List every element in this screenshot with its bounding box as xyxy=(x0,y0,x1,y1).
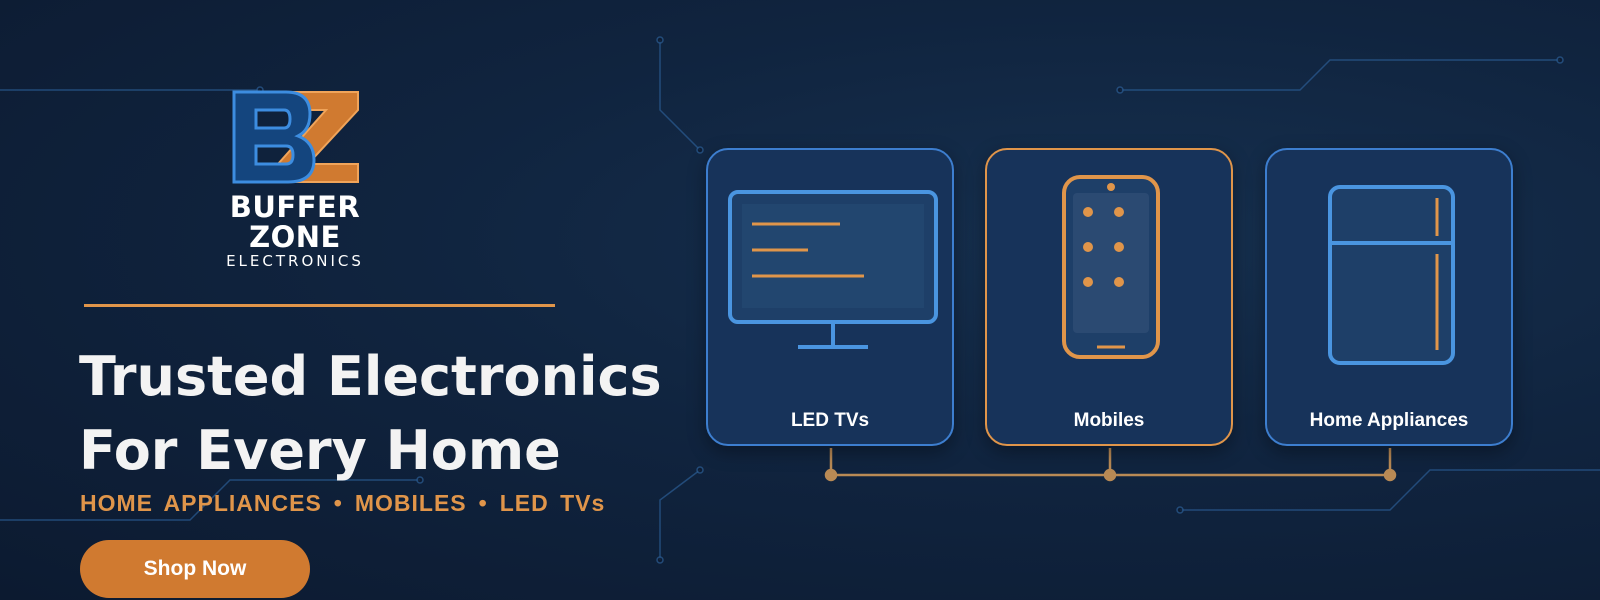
refrigerator-icon xyxy=(1328,185,1455,365)
bz-monogram-icon xyxy=(232,90,359,184)
divider-line xyxy=(84,304,555,307)
category-led-tvs[interactable]: LED TVs xyxy=(499,490,606,516)
headline-line-2: For Every Home xyxy=(79,419,561,482)
shop-now-button[interactable]: Shop Now xyxy=(80,540,310,598)
brand-subtitle: ELECTRONICS xyxy=(226,252,364,270)
category-home-appliances[interactable]: HOME APPLIANCES xyxy=(80,490,322,516)
mobile-phone-icon xyxy=(1062,175,1160,359)
brand-name: BUFFER ZONE xyxy=(229,190,361,254)
category-separator: • xyxy=(478,490,488,516)
card-home-appliances[interactable]: Home Appliances xyxy=(1265,148,1513,446)
category-list: HOME APPLIANCES • MOBILES • LED TVs xyxy=(80,490,605,517)
category-mobiles[interactable]: MOBILES xyxy=(354,490,467,516)
card-mobiles[interactable]: Mobiles xyxy=(985,148,1233,446)
tv-icon xyxy=(728,190,938,349)
card-label-home-appliances: Home Appliances xyxy=(1309,410,1469,431)
card-label-led-tvs: LED TVs xyxy=(790,410,870,431)
brand-logo[interactable]: BUFFER ZONE ELECTRONICS xyxy=(180,88,410,270)
category-separator: • xyxy=(333,490,343,516)
card-connector xyxy=(824,448,1397,482)
card-led-tvs[interactable]: LED TVs xyxy=(706,148,954,446)
headline-line-1: Trusted Electronics xyxy=(79,345,662,408)
card-label-mobiles: Mobiles xyxy=(1073,410,1145,431)
hero-headline: Trusted Electronics For Every Home xyxy=(79,340,662,488)
